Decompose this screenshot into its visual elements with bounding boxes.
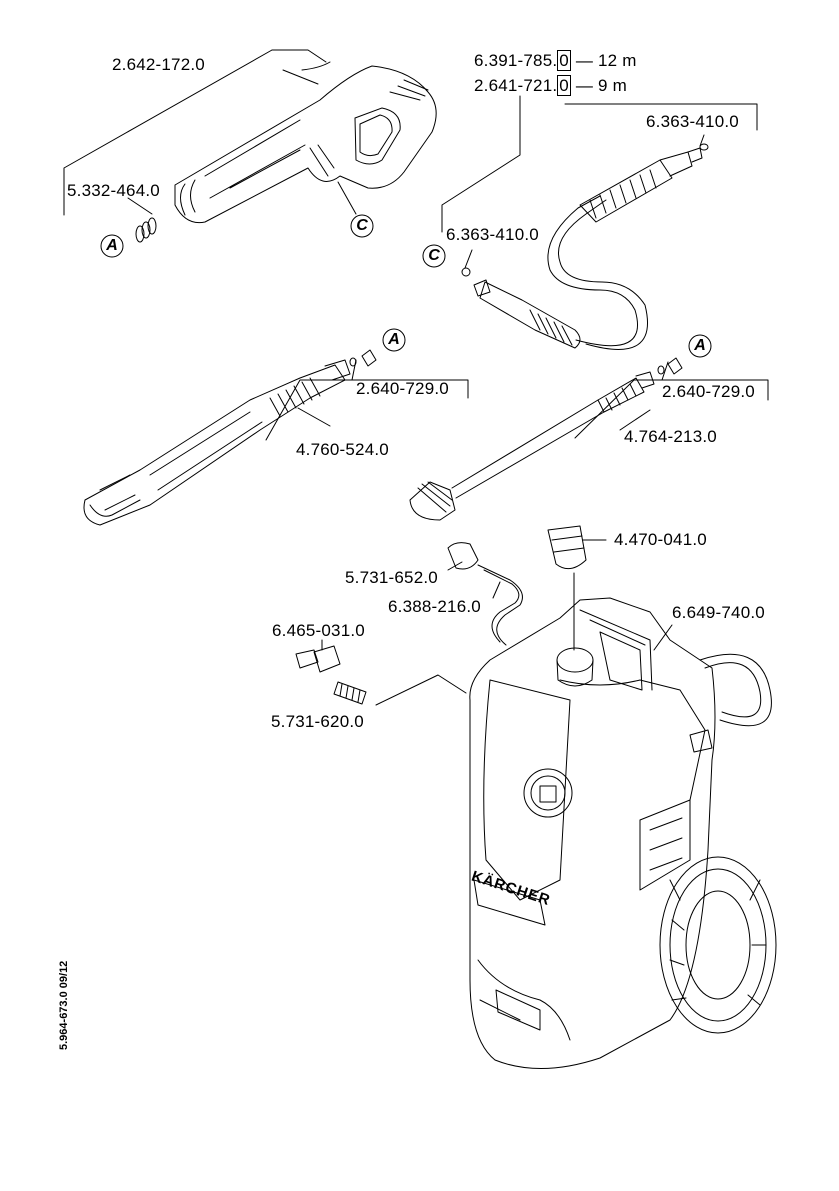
marker-c-gun-text: C [356,217,368,234]
part-label-filter-cap: 5.731-652.0 [345,568,438,587]
spray-lance-right-drawing [409,357,683,521]
leader-lines [63,49,769,706]
part-label-gun-oring: 5.332-464.0 [67,181,160,200]
accessories-drawing [295,525,587,705]
part-number-hose-12m: 6.391-785. [474,51,558,70]
part-suffix-hose-9m: 0 [557,75,571,96]
marker-a-gun: A [100,234,124,258]
trigger-gun-drawing [135,61,437,243]
part-label-filter: 5.731-620.0 [271,712,364,731]
marker-a-gun-text: A [106,237,118,254]
part-label-hose-reel-hose: 6.649-740.0 [672,603,765,622]
high-pressure-hose-drawing [461,143,709,350]
marker-c-hose-text: C [428,247,440,264]
document-number: 5.964-673.0 09/12 [58,960,70,1050]
part-suffix-hose-12m: 0 [557,50,571,71]
spray-lance-left-drawing [83,349,377,526]
part-number-hose-9m: 2.641-721. [474,76,558,95]
marker-a-lance-left: A [382,328,406,352]
part-label-suction-hose: 6.388-216.0 [388,597,481,616]
part-label-lance-left-oring: 2.640-729.0 [356,379,449,398]
part-label-lance-right: 4.764-213.0 [624,427,717,446]
part-label-coupling: 4.470-041.0 [614,530,707,549]
hose-length-9m: 9 m [598,76,627,95]
marker-a-lance-left-text: A [388,331,400,348]
marker-c-gun: C [350,214,374,238]
part-label-hose-oring-top: 6.363-410.0 [646,112,739,131]
part-label-hose-oring-left: 6.363-410.0 [446,225,539,244]
marker-a-lance-right: A [688,334,712,358]
pressure-washer-drawing [469,597,777,1070]
hose-length-12m: 12 m [598,51,637,70]
part-label-hose-12m: 6.391-785.0 — 12 m [474,50,637,71]
part-label-adapter: 6.465-031.0 [272,621,365,640]
part-label-gun: 2.642-172.0 [112,55,205,74]
part-label-lance-left: 4.760-524.0 [296,440,389,459]
marker-c-hose: C [422,244,446,268]
part-label-lance-right-oring: 2.640-729.0 [662,382,755,401]
part-label-hose-9m: 2.641-721.0 — 9 m [474,75,627,96]
marker-a-lance-right-text: A [694,337,706,354]
